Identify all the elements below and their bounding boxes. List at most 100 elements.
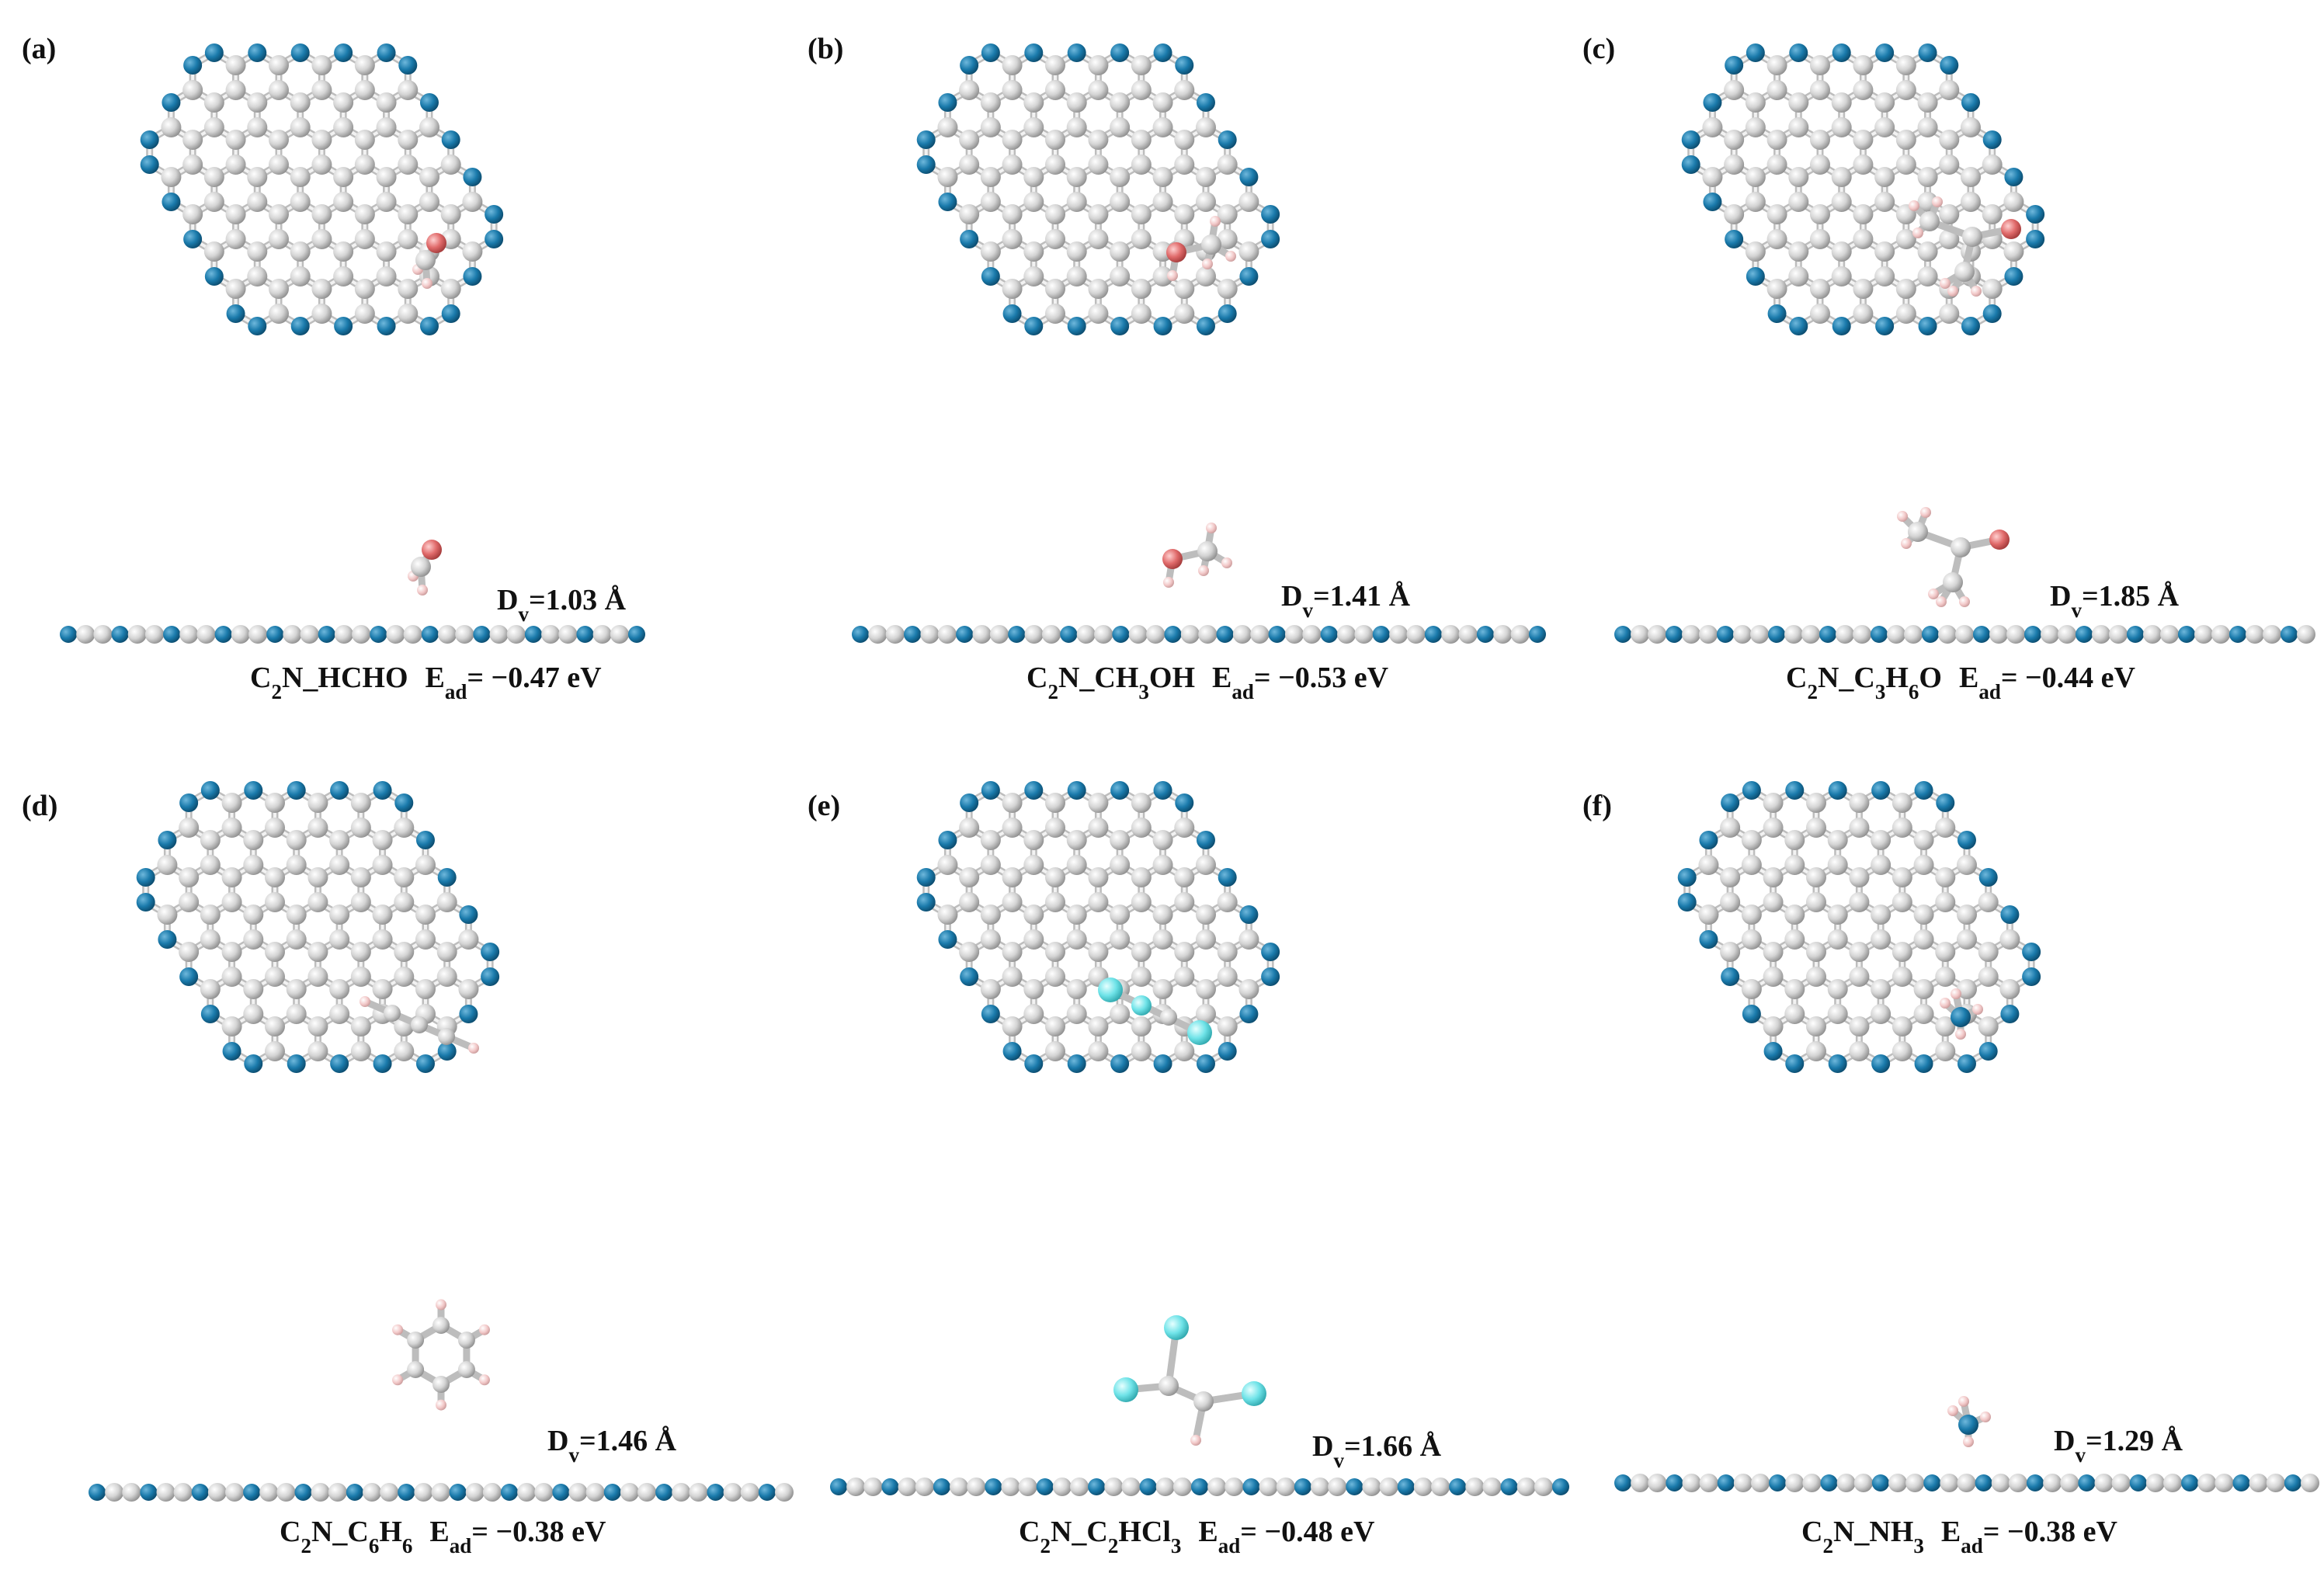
- carbon-atom: [1066, 266, 1087, 286]
- side-carbon-atom: [2111, 1474, 2131, 1492]
- carbon-atom: [221, 818, 242, 838]
- dv-label: Dv=1.46 Å: [547, 1425, 677, 1467]
- c2n-sheet-top-view: [916, 781, 1280, 1073]
- nitrogen-atom: [485, 230, 504, 248]
- side-nitrogen-atom: [2281, 626, 2298, 643]
- carbon-atom: [1809, 55, 1830, 75]
- carbon-atom: [1720, 818, 1741, 838]
- adsorbate-side-view: [1113, 1315, 1266, 1446]
- carbon-atom: [307, 818, 328, 838]
- nitrogen-atom: [1742, 1005, 1761, 1023]
- carbon-atom: [937, 117, 958, 137]
- chlorine-atom: [1131, 995, 1152, 1016]
- carbon-atom: [372, 855, 393, 875]
- nitrogen-atom: [1110, 317, 1130, 335]
- carbon-atom: [264, 967, 285, 987]
- nitrogen-atom: [373, 781, 392, 800]
- carbon-atom: [1939, 155, 1960, 175]
- side-carbon-atom: [2008, 1474, 2027, 1492]
- nitrogen-atom: [960, 230, 979, 248]
- nitrogen-atom: [200, 1005, 220, 1023]
- side-carbon-atom: [1989, 625, 2008, 644]
- side-carbon-atom: [403, 625, 422, 644]
- carbon-atom: [1002, 130, 1023, 150]
- nitrogen-atom: [162, 93, 181, 112]
- nitrogen-atom: [179, 793, 199, 812]
- hydrogen-atom: [1221, 557, 1232, 568]
- carbon-atom: [394, 967, 415, 987]
- formula-part: OH: [1149, 661, 1195, 694]
- carbon-atom: [1763, 793, 1784, 813]
- carbon-atom: [415, 250, 436, 270]
- carbon-atom: [268, 80, 289, 100]
- carbon-atom: [1939, 80, 1960, 100]
- carbon-atom: [1895, 229, 1916, 249]
- carbon-atom: [179, 867, 200, 887]
- carbon-atom: [1895, 155, 1916, 175]
- side-carbon-atom: [1631, 625, 1649, 644]
- carbon-atom: [376, 92, 397, 113]
- carbon-atom: [440, 155, 461, 175]
- carbon-atom: [1763, 867, 1784, 887]
- carbon-atom: [243, 905, 264, 925]
- c2n-sheet-top-view: [1681, 43, 2045, 335]
- side-carbon-atom: [2297, 625, 2315, 644]
- side-nitrogen-atom: [1922, 626, 1939, 643]
- carbon-atom: [1871, 855, 1892, 875]
- hydrogen-atom: [360, 996, 370, 1007]
- side-carbon-atom: [1699, 625, 1718, 644]
- dv-subscript: v: [2075, 1443, 2086, 1467]
- carbon-atom: [1960, 192, 1981, 212]
- carbon-atom: [1908, 522, 1928, 542]
- side-nitrogen-atom: [1973, 626, 1990, 643]
- carbon-atom: [1827, 979, 1848, 999]
- carbon-atom: [1763, 892, 1784, 912]
- side-nitrogen-atom: [140, 1484, 158, 1501]
- carbon-atom: [1784, 979, 1805, 999]
- c2n-sheet-top-view: [136, 781, 500, 1073]
- carbon-atom: [415, 855, 436, 875]
- hydrogen-atom: [478, 1374, 490, 1386]
- carbon-atom: [311, 304, 332, 324]
- carbon-atom: [457, 1332, 475, 1349]
- formula-part: O: [1919, 661, 1942, 694]
- carbon-atom: [1805, 892, 1826, 912]
- carbon-atom: [161, 167, 182, 187]
- side-nitrogen-atom: [1819, 626, 1836, 643]
- carbon-atom: [1809, 80, 1830, 100]
- carbon-atom: [1978, 892, 1999, 912]
- nitrogen-atom: [398, 56, 418, 75]
- carbon-atom: [354, 55, 375, 75]
- carbon-atom: [307, 867, 328, 887]
- carbon-atom: [1827, 929, 1848, 950]
- carbon-atom: [1110, 266, 1131, 286]
- carbon-atom: [225, 279, 246, 299]
- nitrogen-atom: [136, 868, 155, 887]
- nitrogen-atom: [1218, 868, 1237, 887]
- nitrogen-atom: [1024, 781, 1044, 800]
- side-carbon-atom: [1991, 1474, 2010, 1492]
- carbon-atom: [1002, 793, 1023, 813]
- nitrogen-atom: [1699, 831, 1718, 849]
- carbon-atom: [1152, 117, 1173, 137]
- carbon-atom: [182, 80, 203, 100]
- side-carbon-atom: [1232, 625, 1252, 644]
- carbon-atom: [333, 167, 354, 187]
- side-carbon-atom: [972, 625, 992, 644]
- dv-symbol: D: [1312, 1430, 1333, 1463]
- side-carbon-atom: [689, 1483, 708, 1502]
- side-carbon-atom: [1887, 625, 1905, 644]
- carbon-atom: [354, 204, 375, 224]
- carbon-atom: [200, 855, 221, 875]
- dv-label: Dv=1.85 Å: [2050, 580, 2180, 622]
- side-nitrogen-atom: [628, 626, 645, 643]
- side-carbon-atom: [2249, 1474, 2268, 1492]
- carbon-atom: [221, 942, 242, 962]
- nitrogen-atom: [1875, 43, 1895, 62]
- side-nitrogen-atom: [707, 1484, 724, 1501]
- ead-symbol: E: [1941, 1516, 1961, 1548]
- side-carbon-atom: [311, 1483, 330, 1502]
- dv-subscript: v: [1302, 599, 1313, 622]
